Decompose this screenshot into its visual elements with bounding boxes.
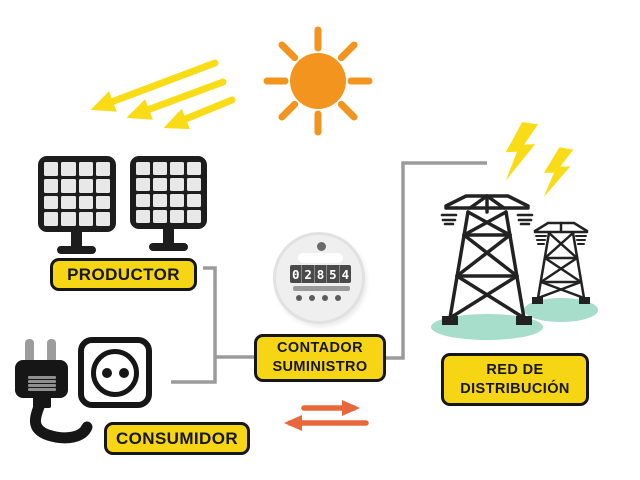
plug-neck xyxy=(33,395,51,408)
meter-dot xyxy=(296,295,302,301)
label-productor: PRODUCTOR xyxy=(50,258,197,291)
label-red-line2: DISTRIBUCIÓN xyxy=(460,380,570,397)
lightning-bolt-icon xyxy=(505,122,574,198)
meter-nameplate xyxy=(298,253,343,263)
connector-to-grid xyxy=(386,161,487,360)
panel-stand-base xyxy=(149,243,188,251)
label-consumidor: CONSUMIDOR xyxy=(104,422,250,455)
panel-stand-base xyxy=(57,246,96,254)
outlet-hole xyxy=(118,367,129,378)
energy-exchange-arrows-icon xyxy=(284,400,369,431)
label-contador-suministro: CONTADOR SUMINISTRO xyxy=(254,334,386,382)
meter-dot xyxy=(322,295,328,301)
sun-icon xyxy=(263,26,373,136)
wall-outlet-icon xyxy=(78,337,152,408)
meter-dot xyxy=(335,295,341,301)
outlet-hole xyxy=(101,367,112,378)
solar-panel-icon xyxy=(38,156,116,232)
solar-panel-icon xyxy=(130,156,207,229)
plug-prong xyxy=(47,339,56,363)
transmission-tower-icon-small xyxy=(532,221,590,304)
label-red-distribucion: RED DE DISTRIBUCIÓN xyxy=(441,353,589,406)
outlet-socket-ring xyxy=(91,348,139,397)
meter-digit: 8 xyxy=(313,265,326,283)
transmission-tower-icon-large xyxy=(440,194,534,325)
panel-stand-post xyxy=(163,227,174,245)
panel-stand-post xyxy=(71,230,82,248)
meter-screw xyxy=(317,242,326,251)
label-red-line1: RED DE xyxy=(486,361,544,378)
meter-bar xyxy=(293,286,350,291)
plug-cable xyxy=(30,396,93,444)
plug-prong xyxy=(25,339,34,363)
meter-digit: 2 xyxy=(301,265,313,283)
power-plug-icon xyxy=(15,360,68,398)
connector-producer-consumer xyxy=(171,266,217,384)
label-contador-line2: SUMINISTRO xyxy=(272,359,368,375)
meter-digit: 4 xyxy=(338,265,351,283)
connector-lines xyxy=(171,161,487,384)
label-productor-text: PRODUCTOR xyxy=(67,264,180,284)
label-consumidor-text: CONSUMIDOR xyxy=(115,428,239,448)
ground-ellipse-large xyxy=(431,314,543,340)
label-contador-line1: CONTADOR xyxy=(277,340,363,357)
meter-dot xyxy=(309,295,315,301)
sunlight-arrow-icon xyxy=(90,59,236,130)
meter-digit: 5 xyxy=(326,265,338,283)
meter-digit: 0 xyxy=(291,266,300,282)
